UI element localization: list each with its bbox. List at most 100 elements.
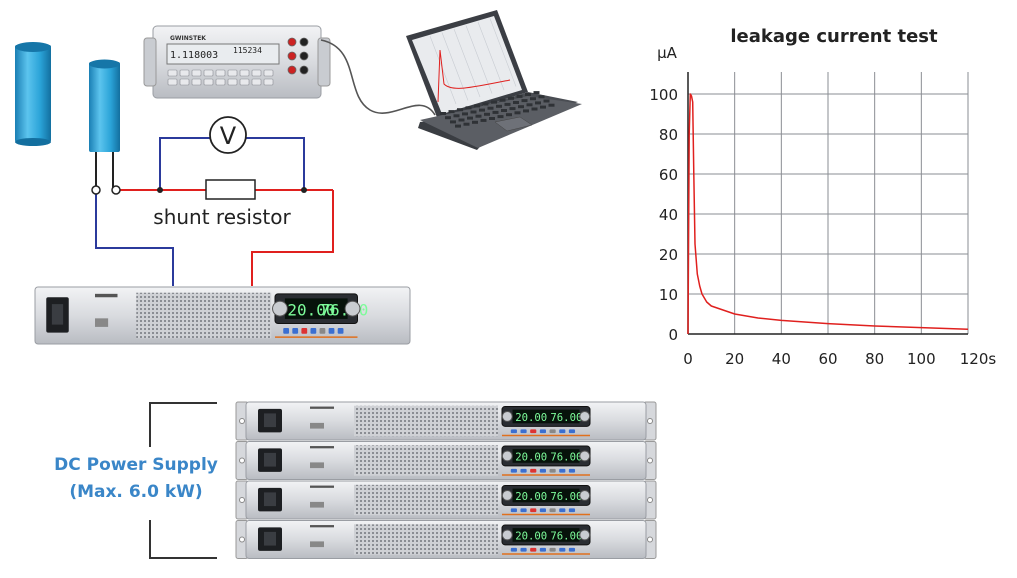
chart-series-line (687, 93, 969, 335)
circuit-wires (91, 137, 334, 286)
laptop-key (472, 120, 478, 124)
multimeter-jack (299, 51, 309, 61)
laptop-touchpad (494, 116, 533, 132)
laptop-key (506, 113, 512, 117)
usb-port (310, 462, 324, 469)
rack-hole (647, 457, 653, 464)
multimeter-key (215, 78, 226, 86)
multimeter-screen (166, 43, 280, 65)
multimeter-key (263, 69, 274, 77)
voltage-display: 20.00 (515, 451, 547, 464)
multimeter-key (191, 69, 202, 77)
multimeter-key (179, 78, 190, 86)
laptop-key (465, 106, 472, 110)
rack-hole (647, 536, 653, 543)
front-key (559, 429, 566, 434)
rack-hole (239, 457, 245, 464)
laptop-key (521, 99, 528, 103)
laptop-key (492, 110, 499, 114)
laptop-key (491, 100, 497, 104)
laptop-screen-chart (429, 18, 517, 105)
brand-plate (310, 525, 334, 528)
front-key (539, 429, 546, 434)
laptop-key (508, 96, 514, 100)
chart-y-tick-label: 80 (659, 126, 678, 144)
brand-plate (310, 406, 334, 409)
multimeter-jack (299, 65, 309, 75)
brand-plate (310, 485, 334, 488)
multimeter-keypad (167, 69, 274, 86)
stack-bracket (149, 402, 217, 559)
front-key (337, 328, 344, 334)
voltage-display: 20.00 (515, 490, 547, 503)
laptop-key (455, 124, 461, 128)
front-key (568, 468, 576, 473)
laptop-key (513, 101, 519, 104)
front-key (530, 468, 537, 473)
vent-grille (354, 524, 498, 555)
laptop-screen-gridline (441, 32, 469, 101)
stack-label-line2: (Max. 6.0 kW) (69, 482, 202, 502)
multimeter-jack (299, 37, 309, 47)
voltmeter-symbol: V (209, 116, 247, 154)
multimeter-key (227, 78, 238, 86)
laptop-key (525, 93, 531, 96)
chart-y-tick-label: 10 (659, 286, 678, 304)
front-key (520, 547, 527, 552)
multimeter-key (215, 69, 226, 77)
data-cable (320, 39, 436, 116)
front-key (520, 508, 527, 513)
front-key (530, 547, 537, 552)
power-switch-rocker (51, 304, 64, 325)
front-key (283, 328, 290, 334)
usb-port (310, 501, 324, 508)
chart-ylabel: μA (657, 44, 678, 62)
chart-x-tick-label: 0 (683, 350, 693, 368)
chart-x-tick-label: 40 (772, 350, 791, 368)
laptop-key (479, 108, 485, 112)
laptop-key (496, 104, 502, 108)
chart-y-tick-label: 60 (659, 166, 678, 184)
laptop-key (509, 107, 516, 111)
chart-y-tick-label: 100 (649, 86, 678, 104)
lcd (512, 488, 580, 503)
laptop-key (450, 120, 456, 124)
laptop-key (458, 118, 465, 122)
laptop-screen-gridline (453, 28, 481, 98)
voltmeter-label: V (220, 122, 237, 150)
multimeter-key (251, 69, 262, 77)
power-switch-rocker (264, 531, 276, 546)
laptop-key (514, 111, 521, 115)
multimeter-key (227, 69, 238, 77)
capacitor-small (89, 59, 120, 190)
laptop-key (470, 110, 477, 114)
chart-y-tick-label: 0 (668, 326, 678, 344)
multimeter-key (203, 69, 214, 77)
laptop-key (535, 101, 541, 105)
front-key (549, 429, 556, 434)
front-key (559, 547, 566, 552)
chart-y-tick-label: 40 (659, 206, 678, 224)
laptop-key (480, 118, 487, 122)
lcd (512, 409, 580, 424)
front-key (328, 328, 335, 334)
current-knob (579, 490, 591, 501)
laptop (406, 10, 582, 150)
power-switch-rocker (264, 492, 276, 507)
laptop-key (530, 97, 536, 101)
laptop-key (462, 112, 468, 116)
multimeter-key (203, 78, 214, 86)
chart-x-tick-label: 80 (865, 350, 884, 368)
laptop-key (482, 102, 489, 106)
front-key (530, 429, 537, 434)
lcd (284, 298, 348, 319)
rack-hole (239, 418, 245, 424)
shunt-resistor (205, 179, 256, 200)
laptop-key (533, 91, 540, 95)
